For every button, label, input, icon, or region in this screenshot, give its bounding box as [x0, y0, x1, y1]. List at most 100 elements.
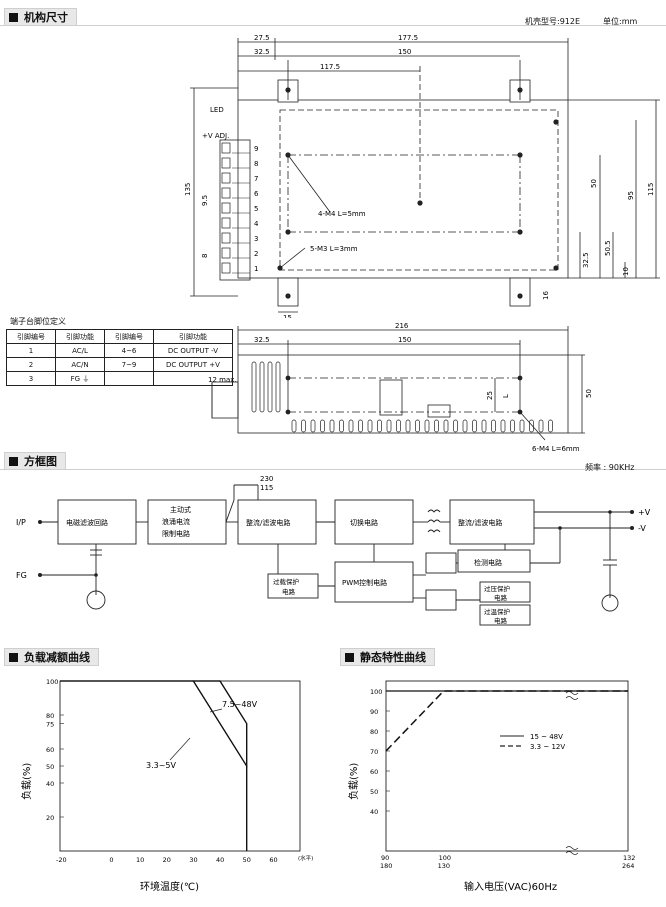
vent-slot — [538, 419, 544, 433]
terminal-screw — [221, 187, 231, 199]
dim-115: 115 — [647, 183, 655, 196]
static-x-tick-secondary: 130 — [438, 862, 450, 870]
dim-10: 10 — [622, 267, 630, 276]
vent-slot — [472, 419, 477, 433]
static-y-tick: 50 — [370, 788, 378, 796]
static-xlabel: 输入电压(VAC)60Hz — [464, 880, 557, 893]
mounting-hole — [553, 119, 559, 125]
rectifier-block-2: 整流/滤波电路 — [458, 518, 502, 527]
derating-x-tick: 20 — [163, 856, 171, 864]
derating-y-tick: 40 — [46, 780, 54, 788]
label-12max: 12 max. — [208, 376, 237, 384]
fg-label: FG — [16, 571, 27, 580]
side-hole — [517, 409, 523, 415]
terminal-pin-label: 1 — [254, 265, 258, 273]
dim-side-150: 150 — [398, 336, 411, 344]
mounting-hole — [517, 87, 523, 93]
dim-117-5: 117.5 — [320, 63, 340, 71]
switching-block: 切换电路 — [350, 518, 378, 527]
static-y-tick: 40 — [370, 808, 378, 816]
vent-slot — [529, 419, 534, 433]
vent-slot — [510, 419, 515, 433]
divider — [0, 25, 666, 26]
derating-y-tick: 60 — [46, 746, 54, 754]
emi-filter-block: 电磁滤波回路 — [66, 518, 108, 527]
section-header-static: 静态特性曲线 — [340, 648, 435, 666]
dim-side-50: 50 — [585, 389, 593, 398]
terminal-pin-label: 5 — [254, 205, 258, 213]
callout-m3: 5-M3 L=3mm — [310, 245, 358, 253]
derating-x-tick: -20 — [56, 856, 67, 864]
vent-slot — [348, 419, 354, 433]
terminal-screw — [221, 172, 231, 184]
ip-label: I/P — [16, 518, 26, 527]
side-hole — [285, 375, 291, 381]
dim-50-5: 50.5 — [604, 240, 612, 256]
dim-32-5: 32.5 — [254, 48, 270, 56]
static-x-tick: 90 — [381, 854, 389, 862]
pwm-block: PWM控制电路 — [342, 578, 387, 587]
vent-slot — [453, 419, 458, 433]
derating-y-tick: 75 — [46, 721, 54, 729]
dim-50: 50 — [590, 179, 598, 188]
mounting-hole — [553, 265, 559, 271]
block-diagram: I/P FG 电磁滤波回路 主动式 浪涌电流 限制电路 整流/滤波电路 切换电路… — [16, 475, 651, 626]
side-outline — [237, 354, 569, 434]
selector-115: 115 — [260, 484, 273, 492]
vent-slot — [358, 419, 363, 433]
vent-slot — [396, 419, 401, 433]
static-y-tick: 90 — [370, 708, 378, 716]
vent-slot — [519, 419, 525, 433]
derating-x-tick: 0 — [109, 856, 113, 864]
ovp-line1: 过压保护 — [484, 584, 510, 593]
vent-slot — [275, 361, 281, 413]
dim-9-5: 9.5 — [201, 195, 209, 206]
section-header-mechanical: 机构尺寸 — [4, 8, 77, 26]
terminal-pin-label: 7 — [254, 175, 258, 183]
terminal-screw — [221, 217, 231, 229]
dim-side-25: 25 — [486, 391, 494, 400]
derating-ylabel: 负载(%) — [20, 763, 33, 800]
terminal-pin-label: 4 — [254, 220, 259, 228]
vent-slot — [320, 419, 325, 433]
dim-side-l: L — [502, 394, 510, 398]
pin-table-title: 端子台脚位定义 — [10, 317, 66, 326]
vent-slot — [415, 419, 420, 433]
mounting-hole — [285, 293, 291, 299]
dim-177-5: 177.5 — [398, 34, 418, 42]
terminal-screw — [221, 247, 231, 259]
dim-95: 95 — [627, 191, 635, 200]
dim-8: 8 — [201, 254, 209, 258]
static-series-line — [385, 690, 628, 752]
vadj-label: +V ADJ. — [202, 132, 229, 140]
terminal-screw — [221, 202, 231, 214]
dim-side-32-5: 32.5 — [254, 336, 270, 344]
selector-230: 230 — [260, 475, 273, 483]
static-x-tick: 100 — [439, 854, 451, 862]
static-y-tick: 60 — [370, 768, 378, 776]
inrush-line2: 浪涌电流 — [162, 517, 190, 526]
vent-slot — [339, 419, 344, 433]
vent-slot — [267, 361, 273, 413]
vent-slot — [386, 419, 392, 433]
derating-label-a: 7.5~48V — [222, 700, 258, 709]
terminal-screw — [221, 262, 231, 274]
static-x-tick: 132 — [623, 854, 635, 862]
static-legend-a: 15 ~ 48V — [530, 733, 563, 741]
section-header-block-diagram: 方框图 — [4, 452, 66, 470]
pin-definition-table: 端子台脚位定义 引脚编号 引脚功能 引脚编号 引脚功能 1 AC/L 4~6 D… — [6, 316, 233, 386]
terminal-pin-label: 9 — [254, 145, 258, 153]
callout-side-m4: 6-M4 L=6mm — [532, 445, 580, 453]
vent-slot — [377, 419, 382, 433]
pin-cell: FG ⏚ — [55, 371, 105, 386]
otp-line1: 过温保护 — [484, 607, 510, 616]
dim-15: 15 — [283, 314, 292, 318]
vent-slot — [405, 419, 411, 433]
static-plot-frame — [385, 680, 629, 852]
mounting-hole — [285, 87, 291, 93]
derating-y-tick: 80 — [46, 712, 54, 720]
derating-y-tick: 50 — [46, 763, 54, 771]
case-outline — [237, 99, 569, 279]
derating-band — [192, 680, 248, 769]
